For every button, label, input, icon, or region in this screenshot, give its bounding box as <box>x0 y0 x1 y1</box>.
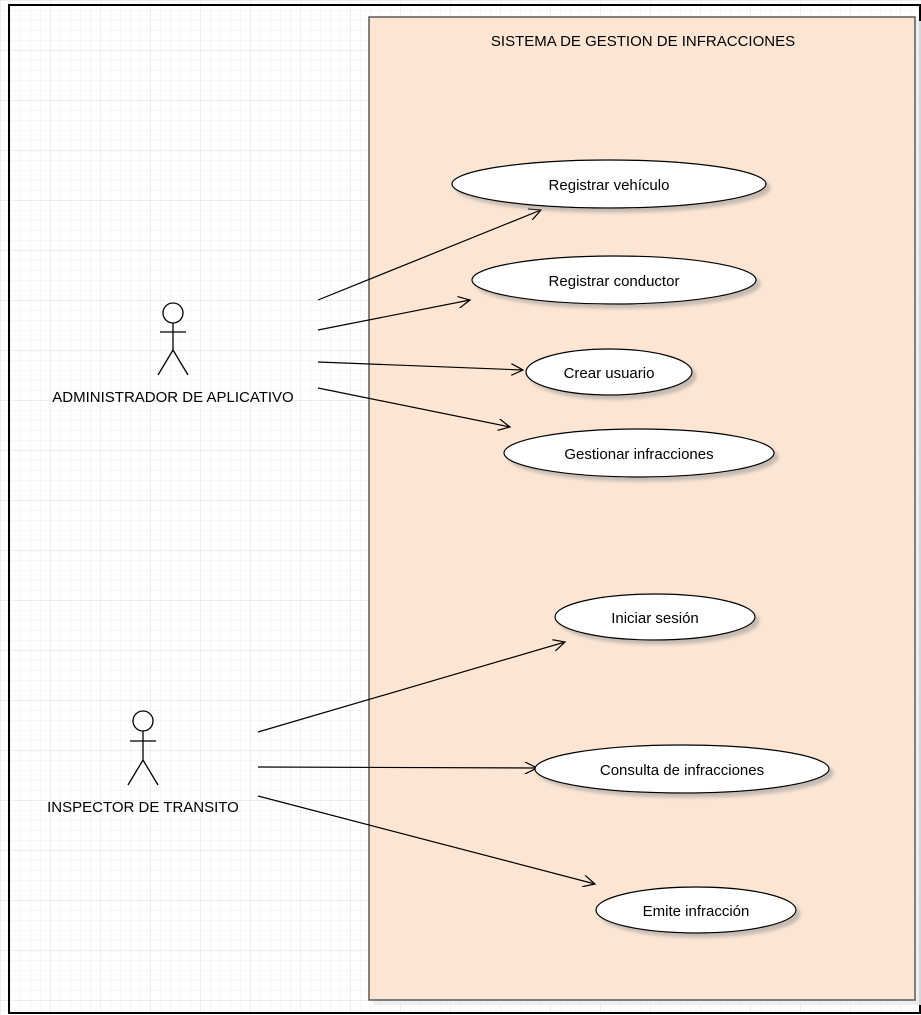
association-inspector-emite-infraccion[interactable] <box>257 795 595 884</box>
association-admin-registrar-conductor[interactable] <box>317 300 470 331</box>
association-admin-gestionar-infracciones[interactable] <box>317 387 510 427</box>
system-title: SISTEMA DE GESTION DE INFRACCIONES <box>491 33 795 50</box>
use-case-registrar-conductor[interactable]: Registrar conductor <box>471 255 757 305</box>
use-case-label: Registrar conductor <box>549 273 680 290</box>
stick-figure-icon <box>127 710 159 786</box>
use-case-consulta-infracciones[interactable]: Consulta de infracciones <box>534 744 830 794</box>
actor-label: ADMINISTRADOR DE APLICATIVO <box>52 389 293 406</box>
actor-label: INSPECTOR DE TRANSITO <box>47 799 239 816</box>
use-case-label: Consulta de infracciones <box>600 762 764 779</box>
stick-figure-icon <box>157 302 189 376</box>
association-inspector-iniciar-sesion[interactable] <box>257 642 565 733</box>
association-admin-registrar-vehiculo[interactable] <box>317 210 541 301</box>
actor-inspector[interactable]: INSPECTOR DE TRANSITO <box>47 710 239 816</box>
associations <box>257 210 595 884</box>
association-inspector-consulta-infracciones[interactable] <box>257 767 537 768</box>
use-case-label: Registrar vehículo <box>549 177 670 194</box>
use-case-label: Iniciar sesión <box>611 610 699 627</box>
use-case-crear-usuario[interactable]: Crear usuario <box>525 348 693 396</box>
use-case-emite-infraccion[interactable]: Emite infracción <box>595 886 797 934</box>
use-case-label: Gestionar infracciones <box>564 446 713 463</box>
association-admin-crear-usuario[interactable] <box>317 361 523 370</box>
actor-admin[interactable]: ADMINISTRADOR DE APLICATIVO <box>52 302 294 406</box>
use-case-iniciar-sesion[interactable]: Iniciar sesión <box>554 593 756 641</box>
use-case-registrar-vehiculo[interactable]: Registrar vehículo <box>451 159 767 209</box>
use-case-gestionar-infracciones[interactable]: Gestionar infracciones <box>503 428 775 478</box>
use-case-label: Emite infracción <box>643 903 750 920</box>
use-case-label: Crear usuario <box>564 365 655 382</box>
